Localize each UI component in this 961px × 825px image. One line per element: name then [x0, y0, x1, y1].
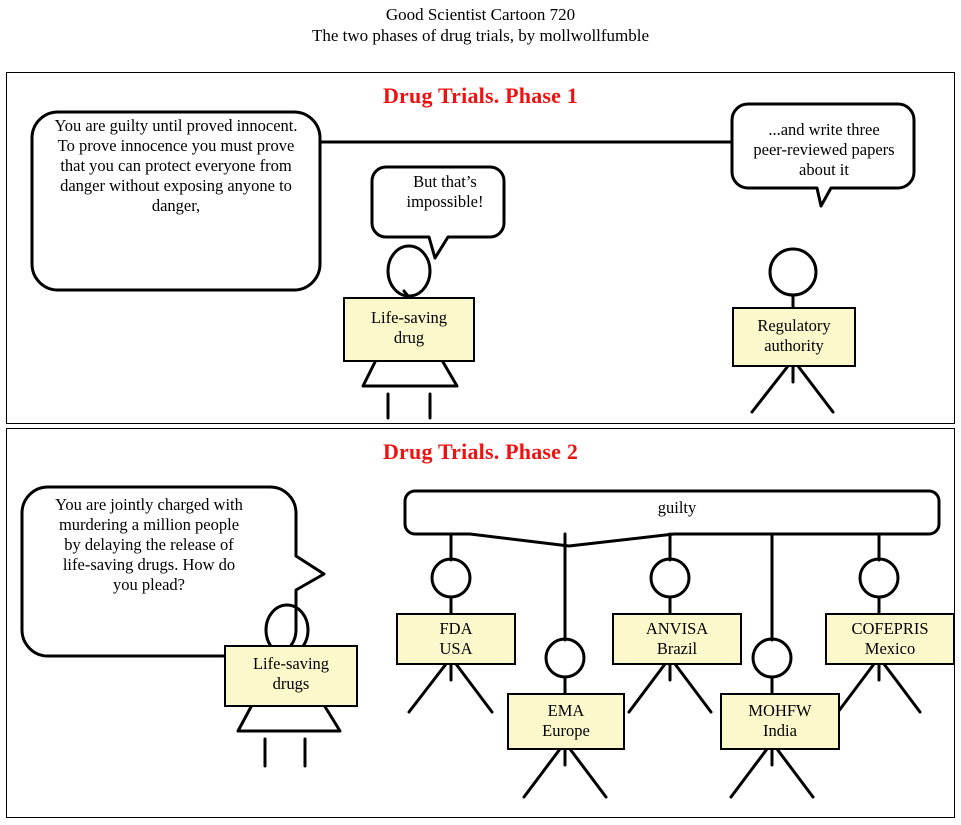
- anvisa-label-line1: ANVISA: [645, 619, 709, 638]
- life-saving-drugs-label: Life-saving drugs: [225, 654, 357, 694]
- drug-reply-text: But that’s impossible!: [406, 172, 484, 211]
- mohfw-label: MOHFW India: [721, 701, 839, 741]
- authority-statement-text: You are guilty until proved innocent. To…: [54, 116, 298, 215]
- charge-statement-text: You are jointly charged with murdering a…: [55, 495, 243, 594]
- phase-1-heading: Drug Trials. Phase 1: [382, 83, 579, 108]
- phase-2-heading: Drug Trials. Phase 2: [382, 439, 579, 464]
- regulatory-authority-label-line2: authority: [764, 336, 824, 355]
- regulatory-authority-label: Regulatory authority: [733, 316, 855, 356]
- ema-label-line1: EMA: [547, 701, 585, 720]
- cofepris-label-line1: COFEPRIS: [851, 619, 929, 638]
- mohfw-label-line1: MOHFW: [748, 701, 812, 720]
- fda-label-line2: USA: [439, 639, 473, 658]
- fda-label: FDA USA: [397, 619, 515, 659]
- fda-label-line1: FDA: [439, 619, 473, 638]
- ema-label: EMA Europe: [508, 701, 624, 741]
- life-saving-drugs-label-line1: Life-saving: [252, 654, 330, 673]
- mohfw-label-line2: India: [763, 721, 797, 740]
- anvisa-label-line2: Brazil: [656, 639, 698, 658]
- title-line-1: Good Scientist Cartoon 720: [385, 5, 576, 24]
- title-line-2: The two phases of drug trials, by mollwo…: [311, 26, 650, 45]
- guilty-verdict-label: guilty: [657, 498, 697, 517]
- cofepris-label: COFEPRIS Mexico: [826, 619, 954, 659]
- regulatory-authority-label-line1: Regulatory: [757, 316, 831, 335]
- life-saving-drug-label: Life-saving drug: [344, 308, 474, 348]
- page-title: Good Scientist Cartoon 720 The two phase…: [0, 4, 961, 46]
- ema-label-line2: Europe: [542, 721, 590, 740]
- cofepris-label-line2: Mexico: [864, 639, 916, 658]
- anvisa-label: ANVISA Brazil: [613, 619, 741, 659]
- life-saving-drug-label-line1: Life-saving: [370, 308, 448, 327]
- life-saving-drugs-label-line2: drugs: [272, 674, 310, 693]
- authority-continuation-text: ...and write three peer-reviewed papers …: [753, 120, 895, 179]
- life-saving-drug-label-line2: drug: [393, 328, 425, 347]
